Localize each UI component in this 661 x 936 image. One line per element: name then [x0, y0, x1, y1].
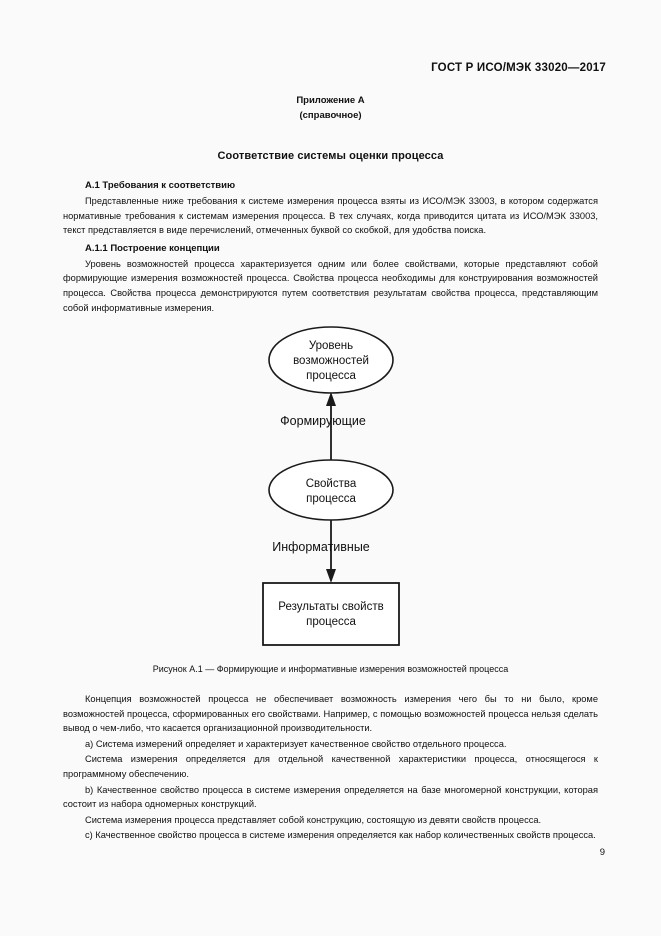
section-a11-paragraph: Уровень возможностей процесса характериз…	[63, 258, 598, 313]
node-process-capability-level-line1: Уровень	[308, 340, 352, 352]
appendix-title: Соответствие системы оценки процесса	[217, 150, 444, 162]
figure-a1: Уровень возможностей процесса Формирующи…	[0, 318, 661, 663]
node-process-capability-level-line3: процесса	[306, 370, 356, 382]
body-paragraph-3: Система измерения процесса представляет …	[85, 814, 542, 825]
node-process-capability-level-line2: возможностей	[293, 355, 369, 367]
section-heading-a1: А.1 Требования к соответствию	[85, 180, 236, 191]
edge-formative-label: Формирующие	[280, 414, 366, 428]
appendix-kind: (справочное)	[299, 110, 362, 121]
figure-a1-diagram: Уровень возможностей процесса Формирующи…	[261, 326, 400, 646]
section-heading-a11: А.1.1 Построение концепции	[85, 242, 220, 254]
appendix-label: Приложение А	[296, 95, 365, 106]
edge-formative-arrowhead	[325, 392, 336, 406]
page-number: 9	[599, 847, 605, 858]
body-list-item-b: b) Качественное свойство процесса в сист…	[63, 784, 598, 810]
body-list-item-c: c) Качественное свойство процесса в сист…	[85, 830, 596, 841]
body-paragraph-1: Концепция возможностей процесса не обесп…	[63, 694, 598, 734]
edge-informative-arrowhead	[325, 569, 336, 583]
appendix-label-block: Приложение А (справочное)	[0, 93, 661, 123]
node-process-attribute-outcomes-line1: Результаты свойств	[278, 601, 383, 613]
node-process-attributes-line2: процесса	[306, 493, 356, 505]
section-a1-paragraph: Представленные ниже требования к системе…	[63, 196, 598, 236]
node-process-attribute-outcomes-line2: процесса	[306, 616, 356, 628]
content-lower: Концепция возможностей процесса не обесп…	[63, 692, 598, 844]
document-header-standard-number: ГОСТ Р ИСО/МЭК 33020—2017	[431, 62, 606, 74]
body-list-item-a: a) Система измерений определяет и характ…	[85, 738, 507, 749]
content-upper: А.1 Требования к соответствию Представле…	[63, 180, 598, 316]
node-process-attributes-ellipse	[267, 459, 394, 521]
edge-informative-label: Информативные	[272, 540, 370, 554]
node-process-attributes-line1: Свойства	[305, 478, 356, 490]
body-paragraph-2: Система измерения определяется для отдел…	[63, 754, 598, 779]
node-process-attribute-outcomes-box	[261, 582, 400, 646]
figure-a1-caption: Рисунок А.1 — Формирующие и информативны…	[152, 664, 509, 674]
